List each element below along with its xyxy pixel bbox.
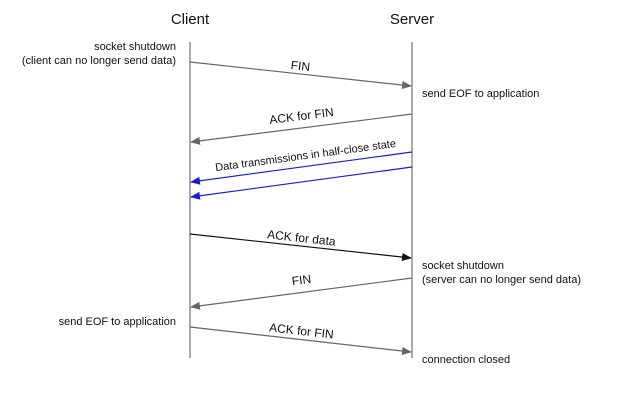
client-shutdown-note-line1: socket shutdown bbox=[94, 41, 176, 53]
client-send-eof-note: send EOF to application bbox=[59, 316, 176, 328]
ack-fin-server-arrow bbox=[190, 113, 413, 145]
server-connection-closed-note: connection closed bbox=[422, 354, 510, 366]
server-shutdown-note-line1: socket shutdown bbox=[422, 260, 504, 272]
client-header: Client bbox=[171, 11, 210, 28]
fin-client-label: FIN bbox=[290, 58, 311, 74]
data-arrow-2 bbox=[190, 166, 413, 200]
server-send-eof-note: send EOF to application bbox=[422, 88, 539, 100]
server-header: Server bbox=[390, 11, 434, 28]
server-shutdown-note-line2: (server can no longer send data) bbox=[422, 274, 581, 286]
ack-fin-client-label: ACK for FIN bbox=[269, 320, 335, 341]
fin-server-label: FIN bbox=[291, 272, 312, 288]
data-half-close-label: Data transmissions in half-close state bbox=[215, 138, 397, 174]
fin-client-arrow bbox=[189, 61, 412, 90]
ack-data-arrow bbox=[189, 233, 412, 262]
client-shutdown-note-line2: (client can no longer send data) bbox=[22, 55, 176, 67]
data-arrow-1 bbox=[190, 151, 413, 185]
ack-fin-client-arrow bbox=[189, 326, 412, 355]
ack-fin-server-label: ACK for FIN bbox=[269, 105, 335, 127]
fin-server-arrow bbox=[190, 277, 413, 310]
